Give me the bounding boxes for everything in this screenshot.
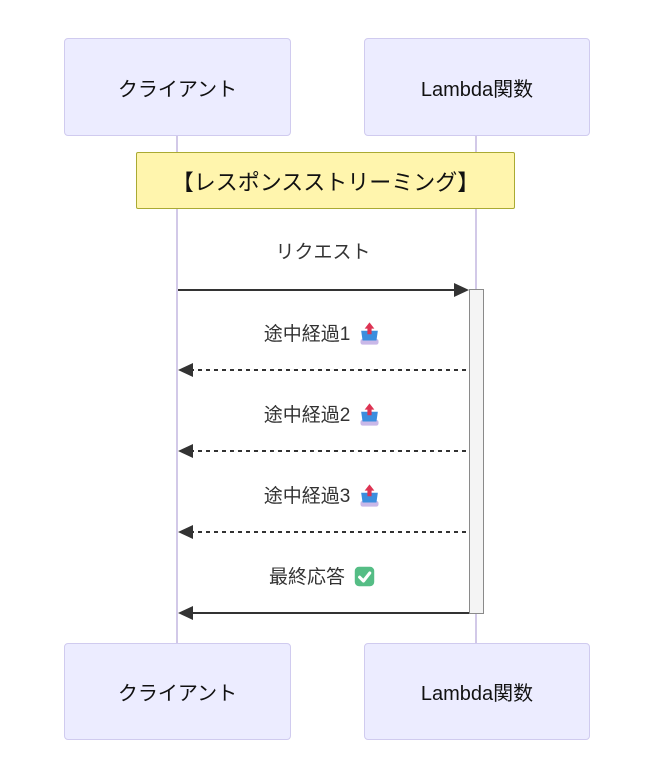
actor-lambda-bottom: Lambda関数	[364, 643, 590, 740]
final-response-arrowhead-icon	[178, 606, 193, 620]
request-arrowhead-icon	[454, 283, 469, 297]
message-text-progress-2: 途中経過2	[263, 404, 351, 426]
note-label: 【レスポンスストリーミング】	[171, 169, 480, 195]
progress-arrow-3	[178, 524, 469, 540]
progress-arrow-3-line	[190, 531, 469, 533]
outbox-tray-icon	[360, 483, 379, 507]
progress-arrowhead-1-icon	[178, 363, 193, 377]
message-text-request: リクエスト	[275, 241, 371, 263]
actor-lambda-top-label: Lambda関数	[420, 78, 534, 101]
outbox-tray-icon	[360, 321, 379, 345]
final-response-arrow	[178, 605, 469, 621]
request-arrow	[178, 282, 469, 298]
progress-arrow-1	[178, 362, 469, 378]
actor-lambda-bottom-label: Lambda関数	[420, 683, 534, 705]
message-text-final-response: 最終応答	[268, 566, 345, 588]
progress-arrow-2	[178, 443, 469, 459]
outbox-tray-icon	[360, 402, 379, 426]
actor-client-top-label: クライアント	[117, 78, 238, 101]
final-response-arrow-line	[190, 612, 469, 614]
progress-arrowhead-2-icon	[178, 444, 193, 458]
message-text-progress-3: 途中経過3	[263, 485, 351, 507]
activation-bar-lambda	[469, 289, 484, 614]
actor-client-bottom: クライアント	[64, 643, 291, 740]
actor-lambda-top: Lambda関数	[364, 38, 590, 136]
message-label-progress-2: 途中経過2	[178, 397, 468, 429]
note-response-streaming: 【レスポンスストリーミング】	[136, 152, 515, 209]
request-arrow-line	[178, 289, 457, 291]
message-label-final-response: 最終応答	[178, 559, 468, 591]
actor-client-top: クライアント	[64, 38, 291, 136]
progress-arrow-2-line	[190, 450, 469, 452]
message-text-progress-1: 途中経過1	[263, 323, 351, 345]
progress-arrow-1-line	[190, 369, 469, 371]
message-label-request: リクエスト	[178, 234, 468, 266]
message-label-progress-3: 途中経過3	[178, 478, 468, 510]
check-mark-icon	[354, 566, 375, 586]
progress-arrowhead-3-icon	[178, 525, 193, 539]
actor-client-bottom-label: クライアント	[117, 683, 238, 705]
lifeline-client	[176, 136, 178, 643]
message-label-progress-1: 途中経過1	[178, 316, 468, 348]
